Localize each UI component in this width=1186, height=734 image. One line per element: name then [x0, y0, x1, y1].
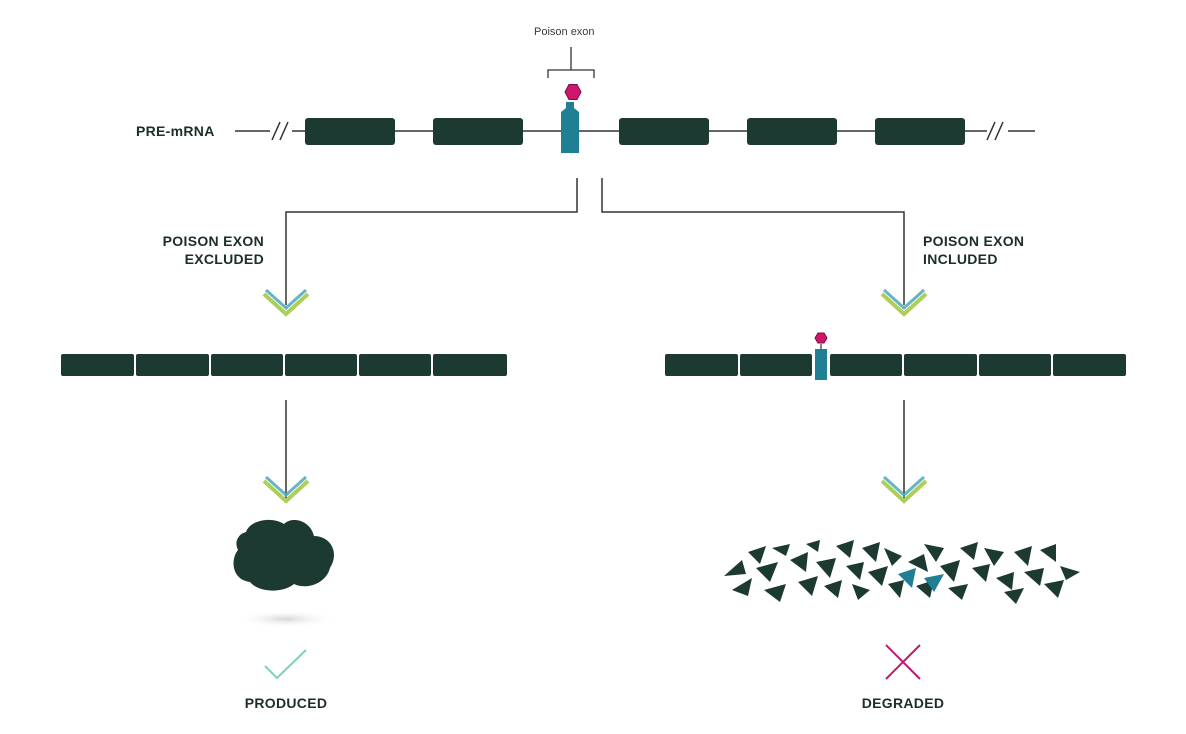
mrna-excluded: [61, 354, 507, 376]
included-label-line1: POISON EXON: [923, 233, 1025, 249]
check-icon: [264, 649, 307, 680]
degraded-fragments-accent: [898, 568, 944, 592]
break-mark-right: [986, 121, 1004, 141]
stop-hexagon-icon: [564, 84, 582, 100]
exon-2: [433, 118, 523, 145]
chevron-down-icon: [880, 475, 928, 504]
mrna-included: [665, 332, 1126, 380]
poison-exon-included: [815, 349, 827, 380]
protein-icon: [233, 519, 338, 628]
degraded-label: DEGRADED: [861, 695, 945, 711]
exon-4: [619, 118, 709, 145]
produced-label: PRODUCED: [244, 695, 328, 711]
exon-6: [875, 118, 965, 145]
arrow-left-branch: [285, 178, 578, 305]
excluded-label-line1: POISON EXON: [162, 233, 264, 249]
chevron-down-icon: [880, 288, 928, 317]
chevron-down-icon: [262, 288, 310, 317]
poison-exon-bracket: [547, 47, 595, 78]
exon-5: [747, 118, 837, 145]
exon-1: [305, 118, 395, 145]
chevron-down-icon: [262, 475, 310, 504]
poison-exon: [561, 84, 582, 153]
excluded-label: POISON EXON EXCLUDED: [140, 232, 264, 268]
poison-exon-label: Poison exon: [534, 26, 595, 38]
stop-hexagon-icon: [814, 332, 828, 344]
excluded-label-line2: EXCLUDED: [184, 251, 264, 267]
degraded-fragments-icon: [724, 540, 1080, 604]
cross-icon: [885, 644, 921, 680]
included-label-line2: INCLUDED: [923, 251, 998, 267]
pre-mrna-label: PRE-mRNA: [136, 123, 215, 139]
included-label: POISON EXON INCLUDED: [923, 232, 1024, 268]
pre-mrna-strand: [235, 47, 1035, 153]
break-mark-left: [271, 121, 289, 141]
arrow-right-branch: [601, 178, 905, 305]
